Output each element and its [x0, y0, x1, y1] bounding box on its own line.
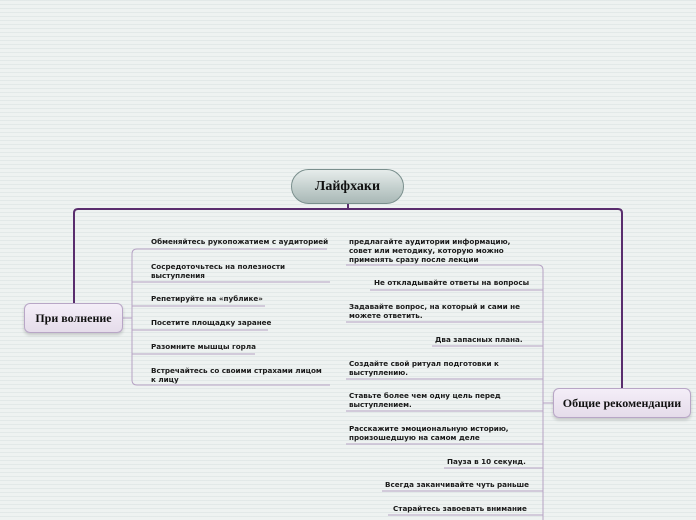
leaf-win-attention[interactable]: Старайтесь завоевать внимание: [393, 504, 527, 513]
leaf-finish-early[interactable]: Всегда заканчивайте чуть раньше: [385, 480, 530, 489]
leaf-emotional-story[interactable]: Расскажите эмоциональную историю, произо…: [349, 424, 509, 442]
leaf-rehearse-publicly[interactable]: Репетируйте на «публике»: [151, 294, 263, 303]
leaf-answer-questions[interactable]: Не откладывайте ответы на вопросы: [374, 278, 530, 287]
leaf-focus-usefulness[interactable]: Сосредоточьтесь на полезности выступлени…: [151, 262, 286, 280]
topic-node-nervousness[interactable]: При волнение: [24, 303, 123, 333]
left-subconnectors: [123, 248, 330, 386]
leaf-warm-up-throat[interactable]: Разомните мышцы горла: [151, 342, 256, 351]
leaf-backup-plans[interactable]: Два запасных плана.: [435, 335, 523, 344]
leaf-ask-hard-question[interactable]: Задавайте вопрос, на который и сами не м…: [349, 302, 520, 320]
leaf-visit-venue[interactable]: Посетите площадку заранее: [151, 318, 272, 327]
leaf-handshake[interactable]: Обменяйтесь рукопожатием с аудиторией: [151, 237, 329, 246]
connector-root-right: [348, 208, 623, 388]
leaf-practical-info[interactable]: предлагайте аудитории информацию, совет …: [349, 237, 511, 264]
leaf-face-fears[interactable]: Встречайтесь со своими страхами лицом к …: [151, 366, 322, 384]
leaf-multiple-goals[interactable]: Ставьте более чем одну цель перед выступ…: [349, 391, 501, 409]
root-node-lifehacks[interactable]: Лайфхаки: [291, 169, 404, 204]
topic-node-general-recommendations[interactable]: Общие рекомендации: [553, 388, 691, 418]
leaf-preparation-ritual[interactable]: Создайте свой ритуал подготовки к выступ…: [349, 359, 499, 377]
leaf-pause[interactable]: Пауза в 10 секунд.: [447, 457, 526, 466]
right-subconnectors: [346, 264, 553, 520]
connector-root-left: [73, 204, 349, 303]
